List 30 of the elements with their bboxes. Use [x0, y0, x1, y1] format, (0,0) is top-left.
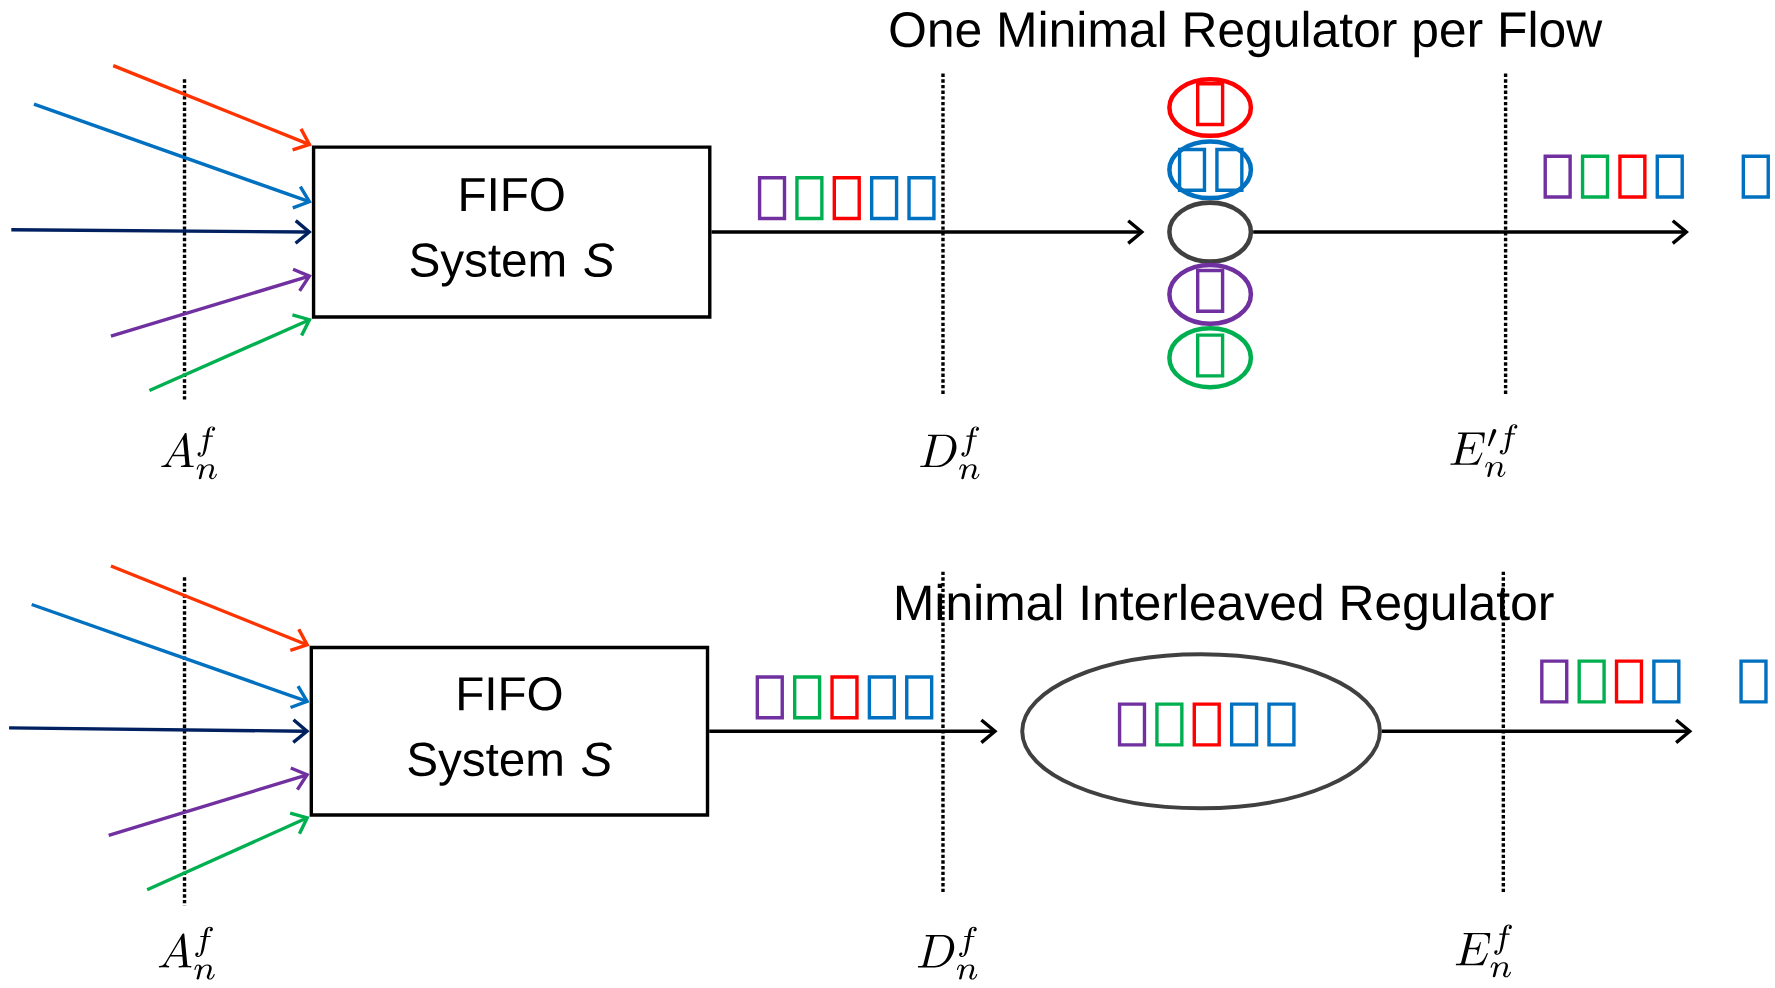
- regulator-ellipse: [1020, 652, 1382, 811]
- arrow: [1253, 219, 1689, 245]
- regulator-ellipse: [1167, 76, 1254, 138]
- signal-label: $D_n^f$: [920, 426, 980, 480]
- regulator-ellipse: [1167, 262, 1254, 326]
- arrow: [1381, 718, 1693, 744]
- heading: One Minimal Regulator per Flow: [890, 10, 1603, 58]
- regulator-ellipse: [1167, 200, 1254, 264]
- arrow: [709, 718, 998, 744]
- process-box: FIFO System S: [311, 145, 712, 319]
- arrow: [112, 63, 312, 152]
- signal-label: $A_n^f$: [161, 426, 217, 480]
- arrow: [146, 811, 310, 892]
- arrow: [11, 219, 312, 245]
- process-box: FIFO System S: [309, 645, 710, 817]
- regulator-ellipse: [1167, 325, 1254, 390]
- regulator-ellipse: [1167, 139, 1254, 201]
- arrow: [108, 766, 310, 837]
- arrow: [110, 267, 312, 338]
- arrow: [148, 313, 312, 392]
- arrow: [711, 219, 1145, 245]
- arrow: [33, 102, 312, 210]
- arrow: [110, 564, 310, 652]
- heading: Minimal Interleaved Regulator: [896, 583, 1554, 631]
- signal-label: $E_n^{\prime f}$: [1450, 424, 1518, 477]
- signal-label: $E_n^f$: [1455, 924, 1512, 978]
- arrow: [9, 718, 310, 744]
- signal-label: $A_n^f$: [158, 926, 215, 980]
- signal-label: $D_n^f$: [917, 926, 978, 980]
- arrow: [31, 602, 310, 709]
